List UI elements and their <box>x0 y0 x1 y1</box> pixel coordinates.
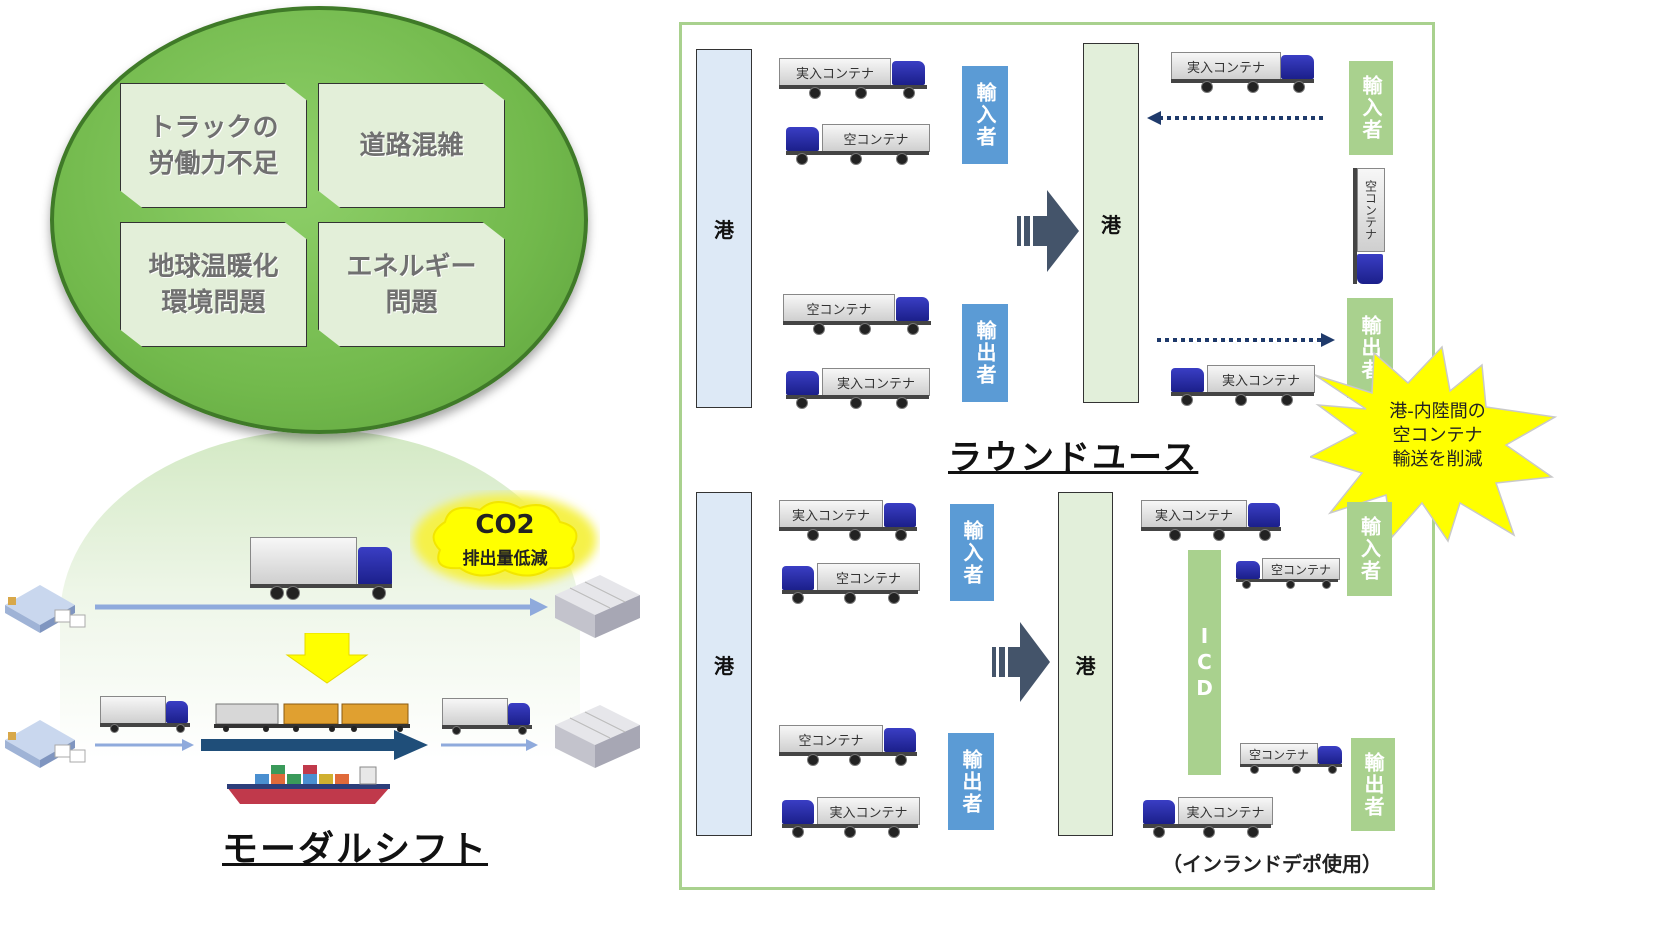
container-label: 実入コンテナ <box>1178 797 1273 825</box>
container-label: 空コンテナ <box>1262 558 1340 580</box>
container-label: 実入コンテナ <box>1207 365 1315 393</box>
freight-train <box>214 703 410 732</box>
inland-depot-footer: （インランドデポ使用） <box>1162 852 1382 876</box>
container-label: 空コンテナ <box>779 725 883 753</box>
container-label: 空コンテナ <box>783 294 895 322</box>
warehouse-icon-bottom <box>555 705 640 768</box>
port-box-top-right: 港 <box>1083 43 1139 403</box>
container-label: 実入コンテナ <box>1141 500 1247 528</box>
truck-empty-3: 空コンテナ <box>782 563 920 604</box>
modal-shift-title: モーダルシフト <box>222 829 489 870</box>
container-ship <box>227 765 390 804</box>
co2-cloud <box>413 494 597 586</box>
factory-icon-top <box>5 585 86 633</box>
small-truck-last-leg <box>442 698 534 735</box>
container-label: 空コンテナ <box>1240 743 1318 765</box>
burst-text: 港-内陸間の 空コンテナ 輸送を削減 <box>1389 401 1486 470</box>
truck-loaded-7: 実入コンテナ <box>1141 500 1283 541</box>
truck-empty-2: 空コンテナ <box>783 294 933 335</box>
issues-oval <box>50 6 588 434</box>
large-truck <box>250 537 395 600</box>
port-box-bottom-right: 港 <box>1058 492 1113 836</box>
truck-empty-1: 空コンテナ <box>786 124 931 165</box>
truck-empty-6: 空コンテナ <box>1240 743 1344 774</box>
main-leg-arrow <box>201 730 428 760</box>
dotted-arrow-right <box>1157 333 1335 347</box>
container-label: 空コンテナ <box>817 563 920 591</box>
transition-arrow-top <box>1017 190 1079 272</box>
issue-card-labor: トラックの 労働力不足 <box>120 83 307 208</box>
first-leg-arrow <box>95 739 194 751</box>
round-use-title: ラウンドユース <box>948 438 1199 478</box>
port-box-bottom-left: 港 <box>696 492 752 836</box>
small-truck-first-leg <box>100 696 192 733</box>
co2-label: CO2 <box>475 510 535 540</box>
warehouse-icon-top <box>555 575 640 638</box>
truck-loaded-3: 実入コンテナ <box>1171 52 1316 93</box>
container-label: 空コンテナ <box>822 124 930 152</box>
importer-box-bottom-right: 輸入者 <box>1347 502 1392 596</box>
yellow-down-arrow <box>285 633 369 684</box>
container-label: 空コンテナ <box>1357 168 1385 252</box>
issue-card-warming: 地球温暖化 環境問題 <box>120 222 307 347</box>
importer-box-bottom-left: 輸入者 <box>950 504 994 601</box>
truck-loaded-5: 実入コンテナ <box>779 500 919 541</box>
port-box-top-left: 港 <box>696 49 752 408</box>
factory-icon-bottom <box>5 720 86 768</box>
transition-arrow-bottom <box>992 622 1050 702</box>
issue-card-energy: エネルギー 問題 <box>318 222 505 347</box>
truck-empty-5: 空コンテナ <box>1236 558 1340 589</box>
importer-box-top-left: 輸入者 <box>962 66 1008 164</box>
truck-loaded-6: 実入コンテナ <box>782 797 920 838</box>
exporter-box-bottom-left: 輸出者 <box>948 733 994 830</box>
exporter-box-bottom-right: 輸出者 <box>1351 738 1395 831</box>
container-label: 実入コンテナ <box>822 368 930 396</box>
container-label: 実入コンテナ <box>779 500 883 528</box>
truck-loaded-1: 実入コンテナ <box>779 58 929 99</box>
container-label: 実入コンテナ <box>817 797 920 825</box>
truck-empty-4: 空コンテナ <box>779 725 919 766</box>
container-label: 実入コンテナ <box>779 58 891 86</box>
exporter-box-top-left: 輸出者 <box>962 304 1008 402</box>
issue-card-congestion: 道路混雑 <box>318 83 505 208</box>
co2-sublabel: 排出量低減 <box>462 549 548 569</box>
last-leg-arrow <box>441 739 538 751</box>
truck-route-arrow <box>95 598 548 616</box>
icd-box: ICD <box>1188 550 1221 775</box>
truck-empty-vertical: 空コンテナ <box>1353 168 1389 286</box>
dotted-arrow-left <box>1147 111 1327 125</box>
reduction-burst <box>1310 345 1558 543</box>
truck-loaded-4: 実入コンテナ <box>1171 365 1316 406</box>
container-label: 実入コンテナ <box>1171 52 1281 80</box>
importer-box-top-right: 輸入者 <box>1349 61 1393 155</box>
truck-loaded-8: 実入コンテナ <box>1143 797 1273 838</box>
truck-loaded-2: 実入コンテナ <box>786 368 931 409</box>
